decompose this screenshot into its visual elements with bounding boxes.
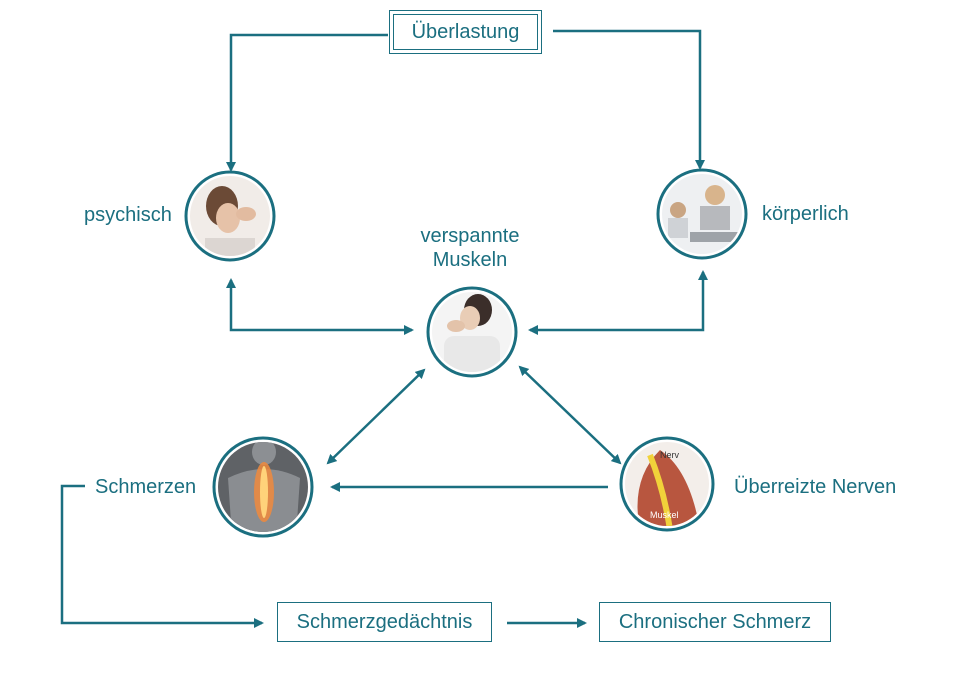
arrow-schmerzen-to-memory <box>60 484 264 628</box>
box-schmerzgedaechtnis-label: Schmerzgedächtnis <box>296 610 473 633</box>
arrow-top-to-psychisch <box>226 33 388 172</box>
label-koerperlich: körperlich <box>762 203 849 225</box>
node-koerperlich-photo <box>656 168 748 260</box>
label-schmerzen: Schmerzen <box>95 476 197 498</box>
box-schmerzgedaechtnis: Schmerzgedächtnis <box>277 602 492 642</box>
nerv-inner-label: Nerv <box>660 450 680 460</box>
node-nerven-illustration: Nerv Muskel <box>619 436 715 532</box>
arrow-muskeln-psychisch <box>226 278 414 335</box>
label-muskeln: Muskeln <box>432 249 508 271</box>
arrow-muskeln-schmerzen <box>326 368 426 465</box>
node-muskeln-photo <box>426 286 518 378</box>
label-psychisch: psychisch <box>84 204 172 226</box>
label-verspannte-muskeln: verspannte Muskeln <box>400 224 540 272</box>
box-ueberlastung: Überlastung <box>389 10 542 54</box>
arrow-top-to-koerperlich <box>553 29 705 170</box>
label-ueberreizte-nerven: Überreizte Nerven <box>734 476 897 498</box>
box-ueberlastung-label: Überlastung <box>411 20 520 43</box>
node-schmerzen-photo <box>212 436 314 538</box>
muskel-inner-label: Muskel <box>650 510 679 520</box>
arrow-muskeln-nerven <box>518 365 622 465</box>
node-psychisch-photo <box>184 170 276 262</box>
label-verspannte: verspannte <box>420 225 520 247</box>
box-chronischer-schmerz: Chronischer Schmerz <box>599 602 831 642</box>
box-chronischer-schmerz-label: Chronischer Schmerz <box>618 610 812 633</box>
arrow-muskeln-koerperlich <box>528 270 708 335</box>
